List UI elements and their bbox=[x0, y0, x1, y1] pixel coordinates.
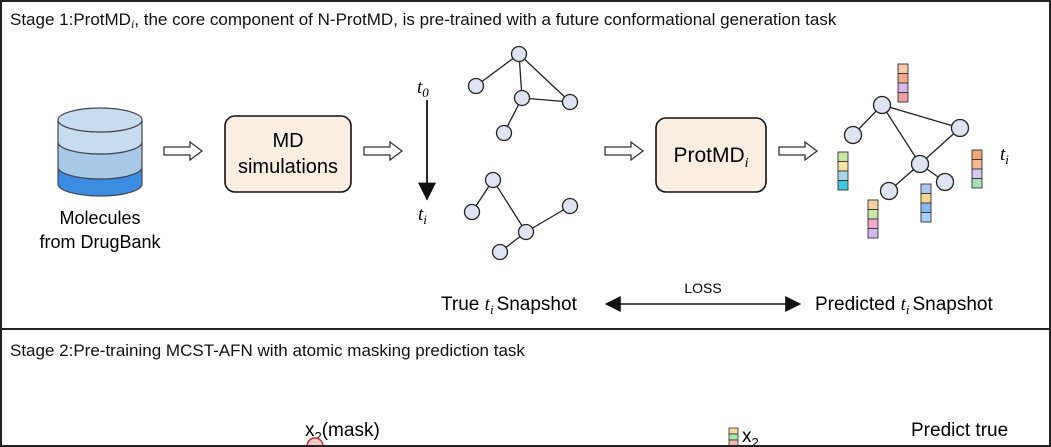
graph-node bbox=[510, 45, 528, 63]
vector-cell bbox=[920, 183, 932, 194]
graph-node bbox=[950, 118, 970, 138]
graph-node bbox=[491, 243, 509, 261]
vector-cell bbox=[971, 149, 983, 160]
protmd-label: ProtMDi bbox=[673, 144, 748, 171]
feature-vectors bbox=[837, 63, 983, 239]
protmd-box bbox=[655, 117, 767, 193]
vector-cell bbox=[867, 218, 879, 229]
vector-cell bbox=[920, 202, 932, 213]
vector-cell bbox=[920, 193, 932, 204]
molecules-label-line1: Molecules bbox=[59, 208, 140, 228]
loss-label: LOSS bbox=[684, 280, 721, 296]
hollow-arrow-1 bbox=[163, 140, 204, 162]
graph-node bbox=[935, 172, 955, 192]
vector-cell bbox=[897, 63, 909, 74]
vector-cell bbox=[867, 228, 879, 239]
md-label-line2: simulations bbox=[238, 156, 338, 178]
vector-cell bbox=[837, 161, 849, 172]
vector-cell bbox=[728, 427, 739, 435]
graph-node bbox=[910, 154, 930, 174]
vector-cell bbox=[971, 168, 983, 179]
stage2-diagram: x2(mask) x2 Predict true bbox=[305, 420, 1008, 445]
feature-vector bbox=[837, 151, 849, 191]
vector-cell bbox=[728, 439, 739, 445]
molecules-label-line2: from DrugBank bbox=[39, 232, 161, 252]
predict-true-label: Predict true bbox=[911, 420, 1008, 441]
graph-node bbox=[467, 77, 485, 95]
graph-node bbox=[561, 93, 579, 111]
stage2-panel: Stage 2:Pre-training MCST-AFN with atomi… bbox=[0, 330, 1051, 447]
output-ti-label: ti bbox=[1000, 144, 1009, 167]
graph-node bbox=[843, 125, 863, 145]
vector-cell bbox=[837, 170, 849, 181]
graph-node bbox=[484, 171, 502, 189]
feature-vector bbox=[867, 199, 879, 239]
vector-cell bbox=[971, 159, 983, 170]
graph-node bbox=[879, 181, 899, 201]
vector-cell bbox=[897, 82, 909, 93]
vector-cell bbox=[867, 209, 879, 220]
vector-cell bbox=[837, 151, 849, 162]
md-simulations-box bbox=[224, 115, 352, 193]
t0-label: t0 bbox=[417, 77, 429, 100]
graph-node bbox=[463, 203, 481, 221]
x2-feature-vector bbox=[728, 427, 739, 445]
masked-node bbox=[306, 437, 324, 445]
vector-cell bbox=[971, 178, 983, 189]
hollow-arrow-4 bbox=[778, 140, 819, 162]
ti-label: ti bbox=[418, 204, 427, 227]
graph-ti bbox=[463, 171, 579, 261]
graph-node bbox=[513, 89, 531, 107]
feature-vector bbox=[920, 183, 932, 223]
vector-cell bbox=[897, 73, 909, 84]
database-icon bbox=[57, 107, 143, 197]
graph-node bbox=[561, 197, 579, 215]
graph-node bbox=[517, 223, 535, 241]
x2-mask-label: x2(mask) bbox=[305, 420, 380, 444]
hollow-arrow-2 bbox=[363, 140, 404, 162]
vector-cell bbox=[728, 433, 739, 441]
x2-label: x2 bbox=[742, 426, 759, 445]
feature-vector bbox=[971, 149, 983, 189]
graph-node bbox=[495, 124, 513, 142]
vector-cell bbox=[897, 92, 909, 103]
hollow-arrows bbox=[163, 140, 819, 162]
graph-node bbox=[872, 95, 892, 115]
graph-predicted bbox=[843, 95, 970, 201]
feature-vector bbox=[897, 63, 909, 103]
graph-t0 bbox=[467, 45, 579, 142]
stage1-diagram: Molecules from DrugBank MD simulations t… bbox=[39, 45, 1009, 317]
vector-cell bbox=[920, 212, 932, 223]
stage1-panel: Stage 1:ProtMDi, the core component of N… bbox=[0, 0, 1051, 330]
stage1-title: Stage 1:ProtMDi, the core component of N… bbox=[10, 10, 837, 31]
hollow-arrow-3 bbox=[604, 140, 645, 162]
md-label-line1: MD bbox=[272, 130, 303, 152]
vector-cell bbox=[837, 180, 849, 191]
vector-cell bbox=[867, 199, 879, 210]
stage2-title: Stage 2:Pre-training MCST-AFN with atomi… bbox=[10, 341, 525, 360]
